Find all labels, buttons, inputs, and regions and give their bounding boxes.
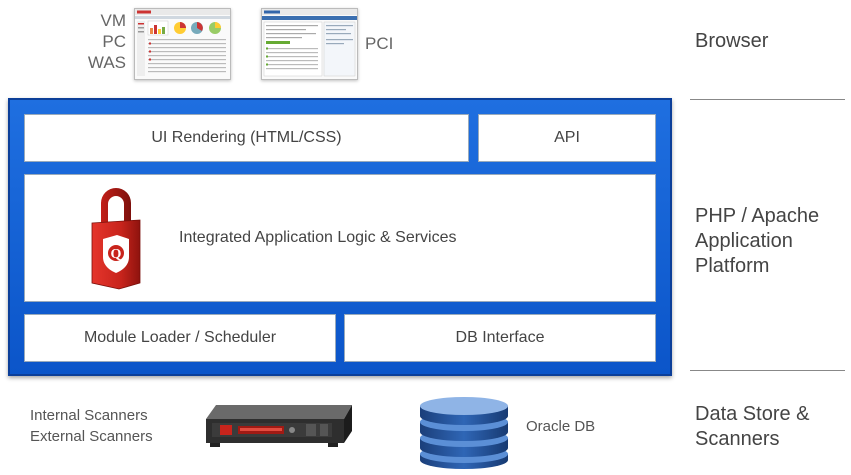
- database-icon: [418, 392, 510, 475]
- api-box: API: [478, 114, 656, 162]
- layer-label-datastore: Data Store & Scanners: [695, 402, 810, 452]
- pci-screenshot: [261, 8, 358, 80]
- internal-scanners-label: Internal Scanners: [30, 407, 148, 424]
- layer-label-browser: Browser: [695, 30, 769, 52]
- logic-box: Q Integrated Application Logic & Service…: [24, 174, 656, 302]
- ui-rendering-box: UI Rendering (HTML/CSS): [24, 114, 469, 162]
- oracle-db-label: Oracle DB: [526, 418, 596, 435]
- module-loader-box: Module Loader / Scheduler: [24, 314, 336, 362]
- svg-text:Q: Q: [111, 247, 122, 262]
- dashboard-screenshot: [134, 8, 231, 80]
- layer-label-platform-line: Application: [695, 230, 793, 252]
- divider: [690, 370, 845, 371]
- external-scanners-label: External Scanners: [30, 428, 153, 445]
- product-was: WAS: [87, 53, 126, 72]
- ui-rendering-label: UI Rendering (HTML/CSS): [151, 129, 342, 146]
- divider: [690, 99, 845, 100]
- module-loader-label: Module Loader / Scheduler: [83, 329, 277, 346]
- layer-label-datastore-line: Data Store &: [695, 403, 810, 425]
- db-interface-label: DB Interface: [455, 329, 545, 346]
- lock-icon: Q: [89, 179, 143, 296]
- layer-label-platform-line: Platform: [695, 255, 770, 277]
- layer-label-datastore-line: Scanners: [695, 428, 780, 450]
- scanner-appliance-icon: [202, 401, 358, 456]
- pci-label: PCI: [365, 34, 394, 53]
- application-platform: UI Rendering (HTML/CSS) API: [8, 98, 672, 376]
- product-pc: PC: [102, 32, 126, 51]
- layer-label-platform: PHP / Apache Application Platform: [695, 204, 819, 279]
- api-label: API: [554, 129, 580, 146]
- product-list: VM PC WAS: [78, 10, 126, 73]
- layer-label-platform-line: PHP / Apache: [695, 205, 820, 227]
- logic-label: Integrated Application Logic & Services: [179, 229, 457, 246]
- product-vm: VM: [100, 11, 127, 30]
- scanner-list: Internal Scanners External Scanners: [30, 405, 153, 447]
- db-interface-box: DB Interface: [344, 314, 656, 362]
